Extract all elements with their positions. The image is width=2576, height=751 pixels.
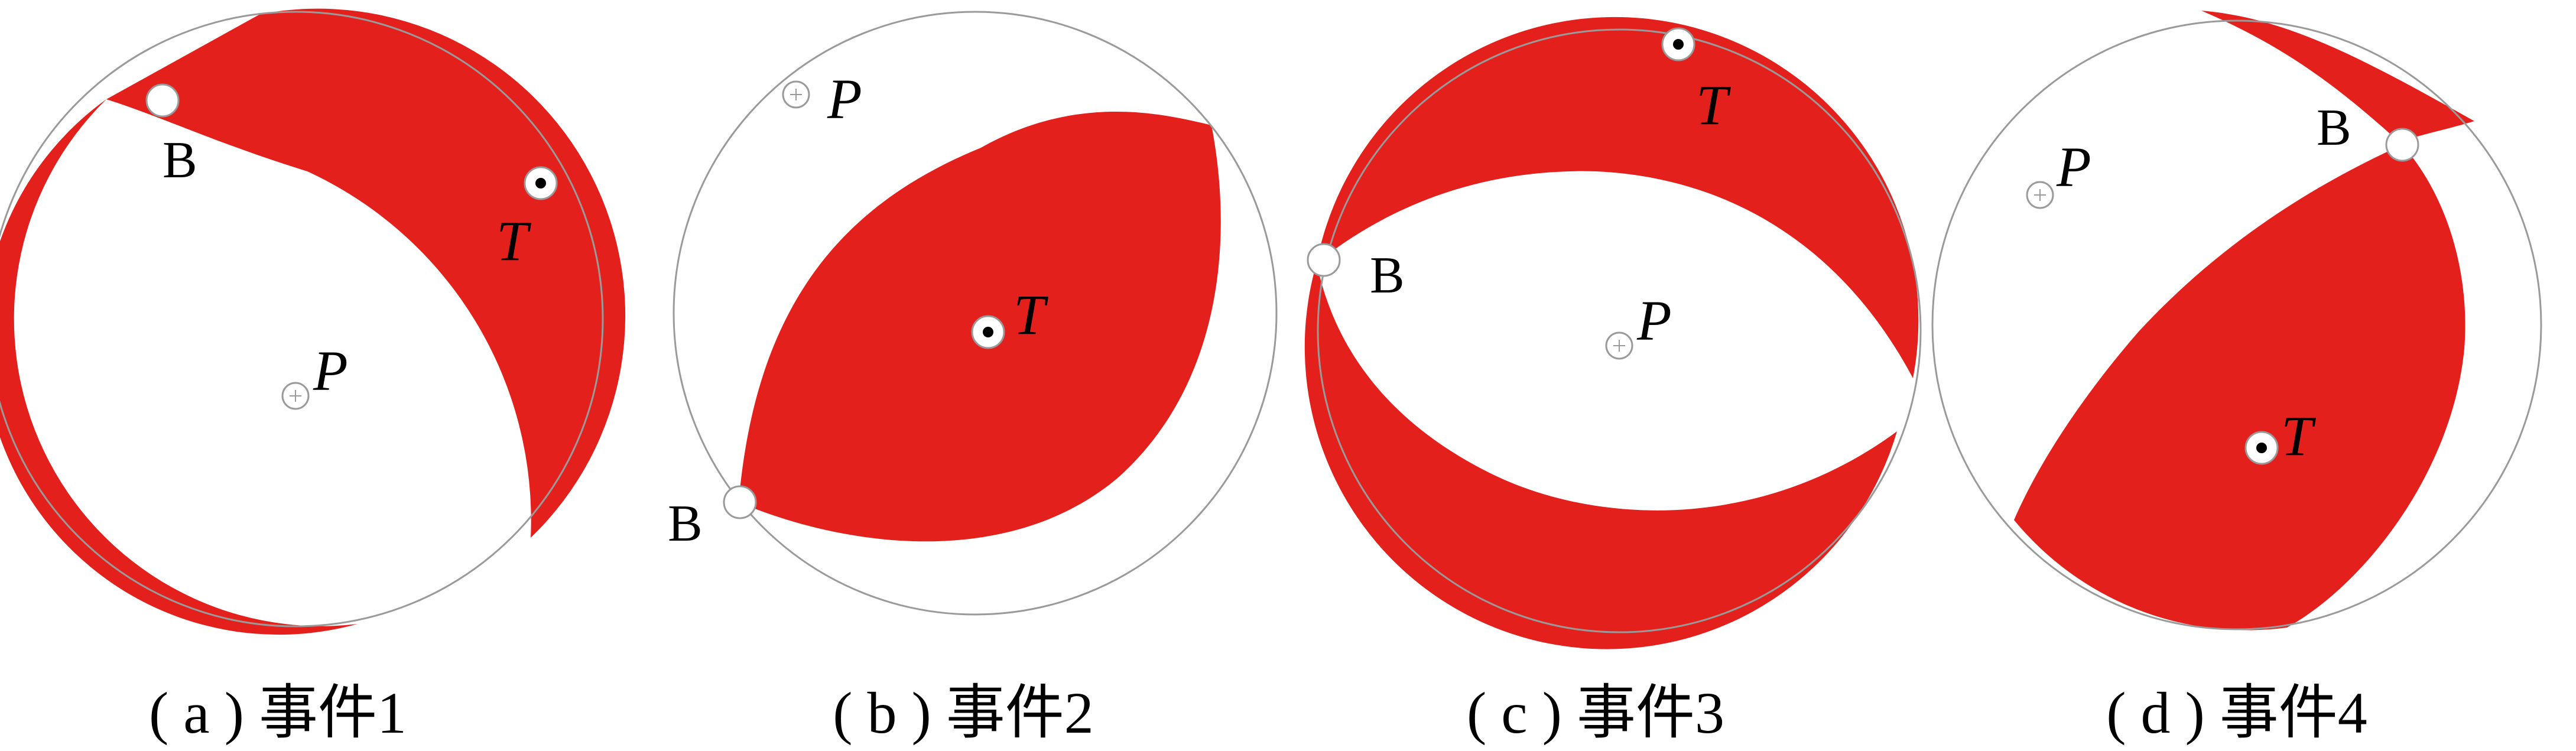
t-axis-dot-a: [535, 178, 546, 188]
beachball-c-compression-bottom: [1304, 263, 1897, 649]
b-axis-label-a: B: [163, 132, 197, 189]
panel-c: P T B ( c ) 事件3: [1304, 17, 1922, 746]
b-axis-marker-c: [1307, 243, 1341, 277]
caption-c: ( c ) 事件3: [1467, 680, 1724, 746]
t-axis-dot-b: [983, 327, 993, 337]
p-axis-label-b: P: [827, 67, 862, 131]
t-axis-label-a: T: [496, 209, 532, 272]
b-axis-marker-a: [145, 83, 180, 118]
beachball-d-compression-main: [2014, 145, 2465, 630]
panel-a: P T B ( a ) 事件1: [0, 8, 626, 746]
caption-b: ( b ) 事件2: [833, 680, 1094, 746]
b-axis-label-d: B: [2317, 99, 2351, 157]
panel-b: P T B ( b ) 事件2: [668, 11, 1278, 746]
b-axis-label-c: B: [1370, 247, 1405, 304]
t-axis-label-b: T: [1013, 283, 1049, 346]
beachball-b-outline: [673, 11, 1278, 616]
b-axis-label-b: B: [668, 495, 703, 552]
beachball-c-outline: [1317, 28, 1922, 633]
p-axis-label-a: P: [313, 339, 348, 402]
b-axis-marker-b: [723, 485, 757, 519]
b-axis-marker-d: [2385, 128, 2419, 162]
p-axis-label-d: P: [2056, 135, 2091, 199]
t-axis-dot-c: [1673, 39, 1684, 50]
beachball-a-compression-right: [106, 8, 626, 538]
beachball-d-outline: [1931, 19, 2542, 630]
panel-d: P T B ( d ) 事件4: [1931, 11, 2542, 746]
t-axis-dot-d: [2256, 443, 2267, 453]
t-axis-label-d: T: [2281, 404, 2317, 467]
beachball-c-compression-top: [1317, 17, 1919, 378]
beachball-a-outline: [0, 11, 604, 628]
p-axis-label-c: P: [1636, 289, 1672, 352]
caption-d: ( d ) 事件4: [2106, 680, 2367, 746]
caption-a: ( a ) 事件1: [149, 680, 407, 746]
t-axis-label-c: T: [1696, 73, 1732, 136]
beachball-d-compression-top: [2201, 11, 2474, 145]
